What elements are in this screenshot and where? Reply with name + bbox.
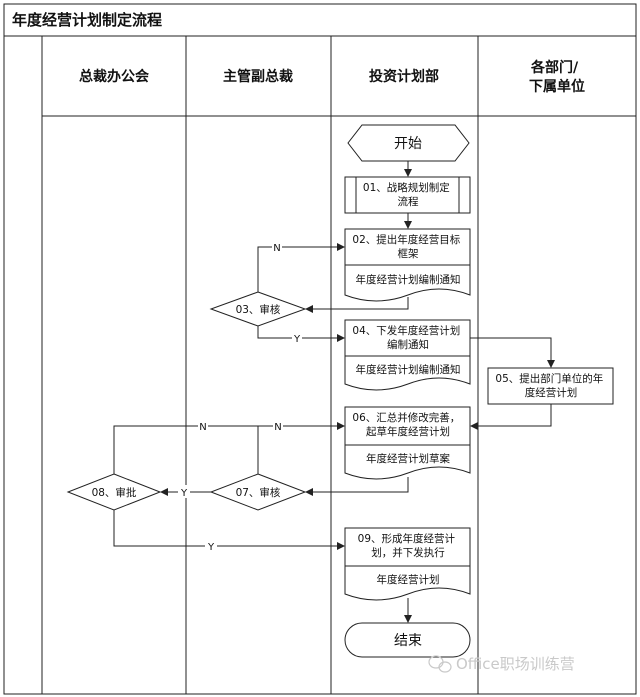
- start-node: 开始: [347, 124, 470, 162]
- watermark: Office职场训练营: [428, 655, 575, 673]
- step-04-issue-notice: 04、下发年度经营计划 编制通知: [344, 319, 471, 357]
- svg-text:03、审核: 03、审核: [236, 303, 281, 316]
- decision-07-review: 07、审核: [209, 473, 307, 511]
- svg-text:05、提出部门单位的年 度经营计划: 05、提出部门单位的年 度经营计划: [495, 372, 606, 399]
- doc-04-compilation-notice: 年度经营计划编制通知: [344, 355, 471, 391]
- diagram-title: 年度经营计划制定流程: [12, 11, 162, 29]
- lane-header-vice-president: 主管副总裁: [223, 68, 293, 85]
- svg-text:开始: 开始: [394, 136, 422, 152]
- swimlane-grid: [41, 36, 636, 694]
- doc-06-draft-plan: 年度经营计划草案: [344, 444, 471, 480]
- svg-text:年度经营计划草案: 年度经营计划草案: [366, 452, 450, 465]
- svg-text:02、提出年度经营目标 框架: 02、提出年度经营目标 框架: [352, 233, 463, 260]
- decision-08-approval: 08、审批: [66, 473, 162, 511]
- svg-text:结束: 结束: [394, 633, 422, 649]
- edge-labels: N Y N N Y Y: [178, 240, 302, 553]
- connectors: [113, 161, 555, 623]
- doc-02-compilation-notice: 年度经营计划编制通知: [344, 264, 471, 302]
- svg-text:07、审核: 07、审核: [236, 486, 281, 499]
- svg-text:01、战略规划制定 流程: 01、战略规划制定 流程: [363, 181, 453, 208]
- label-07-yes: Y: [180, 488, 188, 499]
- lane-header-president-office: 总裁办公会: [79, 68, 150, 85]
- step-09-finalize-execute: 09、形成年度经营计 划，并下发执行: [344, 527, 471, 567]
- label-03-no: N: [273, 243, 280, 254]
- step-06-consolidate-draft: 06、汇总并修改完善， 起草年度经营计划: [344, 406, 471, 446]
- decision-03-review: 03、审核: [209, 291, 307, 327]
- step-05-department-plan: 05、提出部门单位的年 度经营计划: [487, 367, 614, 405]
- label-08-yes: Y: [207, 542, 215, 553]
- end-node: 结束: [344, 622, 471, 658]
- svg-text:04、下发年度经营计划 编制通知: 04、下发年度经营计划 编制通知: [352, 324, 463, 351]
- svg-text:年度经营计划编制通知: 年度经营计划编制通知: [356, 273, 461, 286]
- svg-text:Office职场训练营: Office职场训练营: [456, 655, 575, 673]
- lane-header-departments: 各部门/ 下属单位: [529, 59, 585, 95]
- wechat-icon: [428, 655, 452, 673]
- svg-text:06、汇总并修改完善， 起草年度经营计划: 06、汇总并修改完善， 起草年度经营计划: [352, 411, 463, 438]
- step-01-strategy-process: 01、战略规划制定 流程: [344, 176, 471, 214]
- label-07-no: N: [274, 422, 281, 433]
- step-02-target-framework: 02、提出年度经营目标 框架: [344, 228, 471, 266]
- label-08-no: N: [199, 422, 206, 433]
- svg-text:09、形成年度经营计 划，并下发执行: 09、形成年度经营计 划，并下发执行: [358, 532, 459, 559]
- svg-text:08、审批: 08、审批: [92, 486, 137, 499]
- outer-frame: [3, 3, 637, 695]
- doc-09-annual-plan: 年度经营计划: [344, 565, 471, 601]
- svg-text:年度经营计划编制通知: 年度经营计划编制通知: [356, 363, 461, 376]
- lane-header-investment-planning: 投资计划部: [369, 68, 439, 85]
- label-03-yes: Y: [293, 334, 301, 345]
- svg-text:年度经营计划: 年度经营计划: [377, 573, 440, 586]
